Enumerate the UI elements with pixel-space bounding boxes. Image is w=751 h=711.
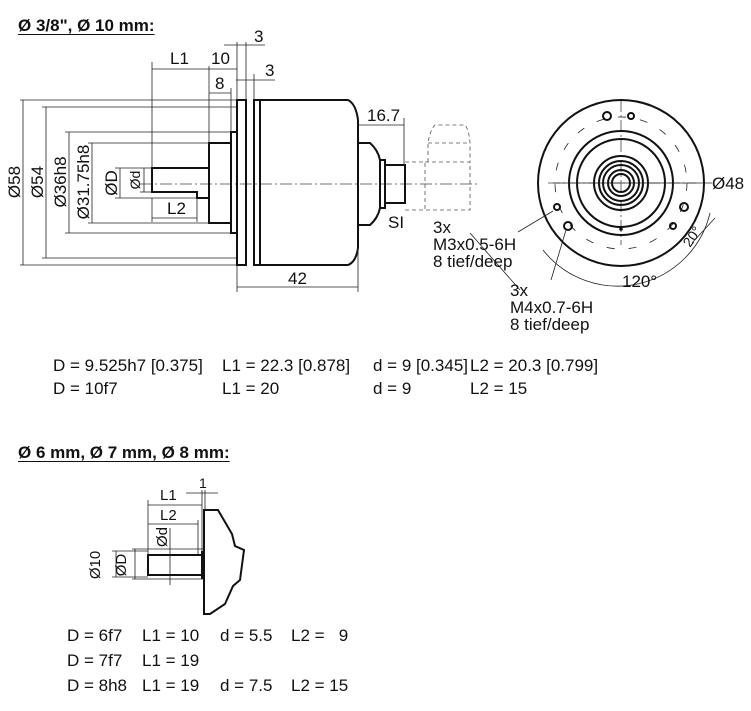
spec-cell: D = 6f7	[67, 626, 123, 645]
spec-cell: d = 7.5	[220, 676, 273, 695]
dimension-lines-top	[20, 42, 405, 292]
svg-text:3x: 3x	[510, 281, 528, 300]
svg-text:M4x0.7-6H: M4x0.7-6H	[510, 298, 593, 317]
dim-o10: Ø10	[87, 551, 104, 579]
dim-o48: Ø48	[712, 174, 744, 193]
svg-text:8 tief/deep: 8 tief/deep	[510, 315, 589, 334]
dimension-labels-top: L1 10 8 3 3 L2 42 16.7 SI Ø58 Ø54 Ø36h8 …	[5, 27, 404, 288]
section-title-3-8-10mm: Ø 3/8", Ø 10 mm:	[18, 16, 155, 35]
dim-o36h8: Ø36h8	[51, 156, 70, 207]
dim-o54: Ø54	[28, 166, 47, 198]
encoder-front-view	[469, 99, 716, 291]
svg-text:8 tief/deep: 8 tief/deep	[433, 252, 512, 271]
spec-cell: D = 8h8	[67, 676, 128, 695]
spec-cell: L1 = 20	[222, 379, 280, 398]
svg-text:3x: 3x	[433, 218, 451, 237]
dim-L1: L1	[170, 49, 189, 68]
encoder-side-view	[140, 99, 480, 266]
dim-1-small: 1	[199, 475, 207, 491]
front-view-labels: Ø48 120° 20° 3x M3x0.5-6H 8 tief/deep 3x…	[433, 174, 744, 334]
spec-cell: L1 = 19	[142, 651, 200, 670]
spec-cell: L1 = 19	[142, 676, 200, 695]
dim-16-7: 16.7	[367, 106, 400, 125]
spec-cell: D = 9.525h7 [0.375]	[53, 356, 203, 375]
dim-3a: 3	[254, 27, 263, 46]
spec-cell: d = 9	[373, 379, 412, 398]
note-m3-threads: 3x M3x0.5-6H 8 tief/deep	[433, 218, 516, 271]
spec-cell: L2 = 9	[291, 626, 349, 645]
dim-oD: ØD	[102, 170, 121, 196]
note-m4-threads: 3x M4x0.7-6H 8 tief/deep	[510, 281, 593, 334]
dim-3b: 3	[265, 61, 274, 80]
dim-10: 10	[211, 49, 230, 68]
dim-L2-small: L2	[160, 507, 177, 524]
svg-text:M3x0.5-6H: M3x0.5-6H	[433, 235, 516, 254]
dim-od: Ød	[127, 171, 143, 190]
spec-cell: L2 = 15	[470, 379, 528, 398]
dim-42: 42	[288, 269, 307, 288]
spec-cell: d = 9 [0.345]	[373, 356, 468, 375]
spec-cell: D = 7f7	[67, 651, 123, 670]
dim-o31-75h8: Ø31.75h8	[74, 145, 93, 220]
angle-120: 120°	[622, 272, 657, 291]
dim-L2: L2	[167, 199, 186, 218]
dim-oD-small: ØD	[113, 554, 130, 577]
small-shaft-view	[112, 490, 246, 615]
dim-L1-small: L1	[160, 487, 177, 504]
spec-cell: L1 = 22.3 [0.878]	[222, 356, 351, 375]
dim-8: 8	[215, 74, 224, 93]
label-SI: SI	[388, 213, 404, 232]
dim-o58: Ø58	[5, 166, 24, 198]
angle-20: 20°	[679, 223, 704, 250]
small-shaft-labels: L1 L2 1 Ø10 ØD Ød	[87, 475, 207, 579]
section-title-6-7-8mm: Ø 6 mm, Ø 7 mm, Ø 8 mm:	[18, 443, 230, 462]
dim-od-small: Ød	[154, 527, 171, 547]
spec-cell: d = 5.5	[220, 626, 273, 645]
spec-cell: L2 = 20.3 [0.799]	[470, 356, 599, 375]
spec-cell: L2 = 15	[291, 676, 349, 695]
spec-cell: D = 10f7	[53, 379, 118, 398]
spec-cell: L1 = 10	[142, 626, 200, 645]
